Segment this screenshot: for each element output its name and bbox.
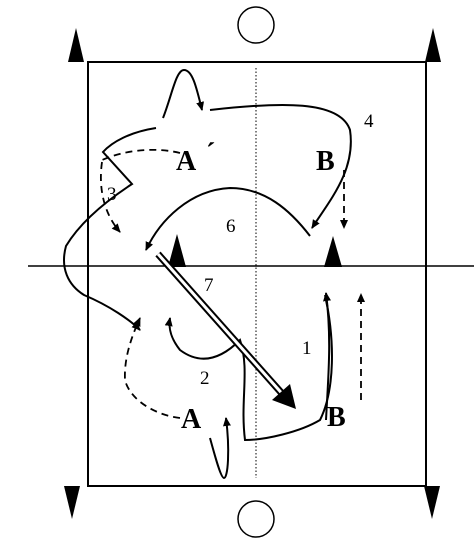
run-1 xyxy=(164,294,333,442)
step-3: 3 xyxy=(107,184,117,205)
goal-bottom xyxy=(237,500,275,538)
run-bottom-loop xyxy=(209,417,231,480)
player-b-bottom: B xyxy=(327,402,346,433)
cone-top-left xyxy=(68,28,84,62)
player-a-top-mark: ´ xyxy=(206,138,215,169)
run-3-zigzag xyxy=(63,127,157,331)
run-1-entry xyxy=(323,292,331,421)
player-a-bottom: A xyxy=(181,404,202,435)
pass-7-arrowhead xyxy=(272,384,296,409)
run-6 xyxy=(145,186,311,251)
step-1: 1 xyxy=(302,338,312,359)
pass-7-inner xyxy=(156,253,288,399)
field-boundary xyxy=(87,61,427,487)
cone-bottom-left xyxy=(64,486,80,519)
cone-center-left xyxy=(168,234,186,267)
step-7: 7 xyxy=(204,275,214,296)
goal-top xyxy=(237,6,275,44)
dashed-run-2 xyxy=(124,317,181,419)
step-4: 4 xyxy=(364,111,374,132)
step-6: 6 xyxy=(226,216,236,237)
cone-center-right xyxy=(324,236,342,267)
run-top-loop xyxy=(162,68,205,119)
cone-bottom-right xyxy=(424,486,440,519)
dashed-run-3 xyxy=(100,161,121,233)
run-4 xyxy=(209,103,352,229)
step-2: 2 xyxy=(200,368,210,389)
dashed-run-top xyxy=(101,148,181,161)
player-b-top: B xyxy=(316,146,335,177)
player-a-top: A xyxy=(176,146,197,177)
cone-top-right xyxy=(425,28,441,62)
